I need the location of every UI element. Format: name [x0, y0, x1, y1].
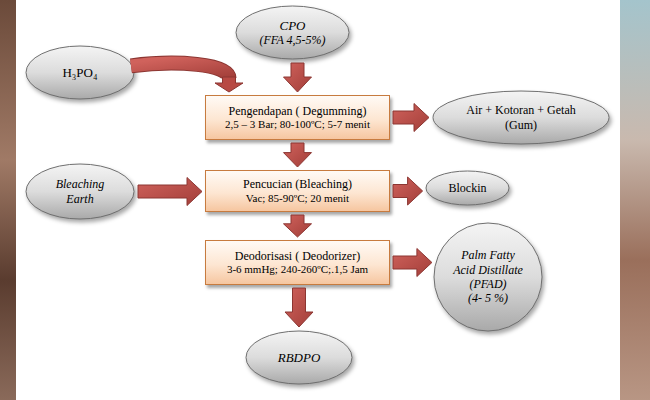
node-title: Deodorisasi ( Deodorizer)	[235, 249, 360, 263]
input-output-ellipse: Air + Kotoran + Getah (Gum)	[432, 90, 610, 145]
node-detail: Vac; 85-90ºC; 20 menit	[246, 192, 349, 205]
node-title: H₃PO₄	[62, 65, 97, 81]
input-output-ellipse: H₃PO₄	[25, 45, 135, 100]
flow-arrow	[284, 215, 312, 237]
flow-arrow	[393, 104, 429, 132]
node-title: Bleaching Earth	[47, 177, 113, 206]
flow-arrow	[393, 177, 423, 205]
photo-border	[0, 0, 16, 400]
input-output-ellipse: Bleaching Earth	[25, 163, 135, 220]
input-output-ellipse: RBDPO	[245, 330, 353, 385]
flow-arrow	[138, 178, 202, 206]
node-title: Air + Kotoran + Getah (Gum)	[460, 103, 582, 132]
node-detail: 2,5 – 3 Bar; 80-100ºC; 5-7 menit	[225, 118, 370, 131]
process-box: Pencucian (Bleaching)Vac; 85-90ºC; 20 me…	[205, 170, 390, 212]
node-detail: 3-6 mmHg; 240-260ºC;.1,5 Jam	[227, 263, 368, 276]
flow-arrow	[393, 249, 432, 277]
node-detail: (4- 5 %)	[468, 291, 508, 305]
node-title: Palm Fatty Acid Distillate (PFAD)	[449, 248, 527, 291]
flow-arrow	[131, 63, 243, 92]
node-title: RBDPO	[278, 350, 321, 366]
node-title: Pencucian (Bleaching)	[243, 177, 352, 191]
node-detail: (FFA 4,5-5%)	[259, 33, 325, 47]
input-output-ellipse: CPO(FFA 4,5-5%)	[235, 5, 350, 60]
flow-arrow	[284, 63, 312, 92]
input-output-ellipse: Palm Fatty Acid Distillate (PFAD)(4- 5 %…	[433, 222, 543, 332]
input-output-ellipse: Blockin	[425, 170, 510, 206]
process-box: Deodorisasi ( Deodorizer)3-6 mmHg; 240-2…	[205, 240, 390, 285]
photo-border	[620, 0, 650, 400]
flow-arrow	[285, 288, 313, 327]
process-box: Pengendapan ( Degumming)2,5 – 3 Bar; 80-…	[205, 95, 390, 140]
node-title: Pengendapan ( Degumming)	[229, 104, 367, 118]
node-title: Blockin	[449, 181, 487, 195]
flow-arrow	[284, 143, 312, 167]
node-title: CPO	[280, 18, 306, 34]
